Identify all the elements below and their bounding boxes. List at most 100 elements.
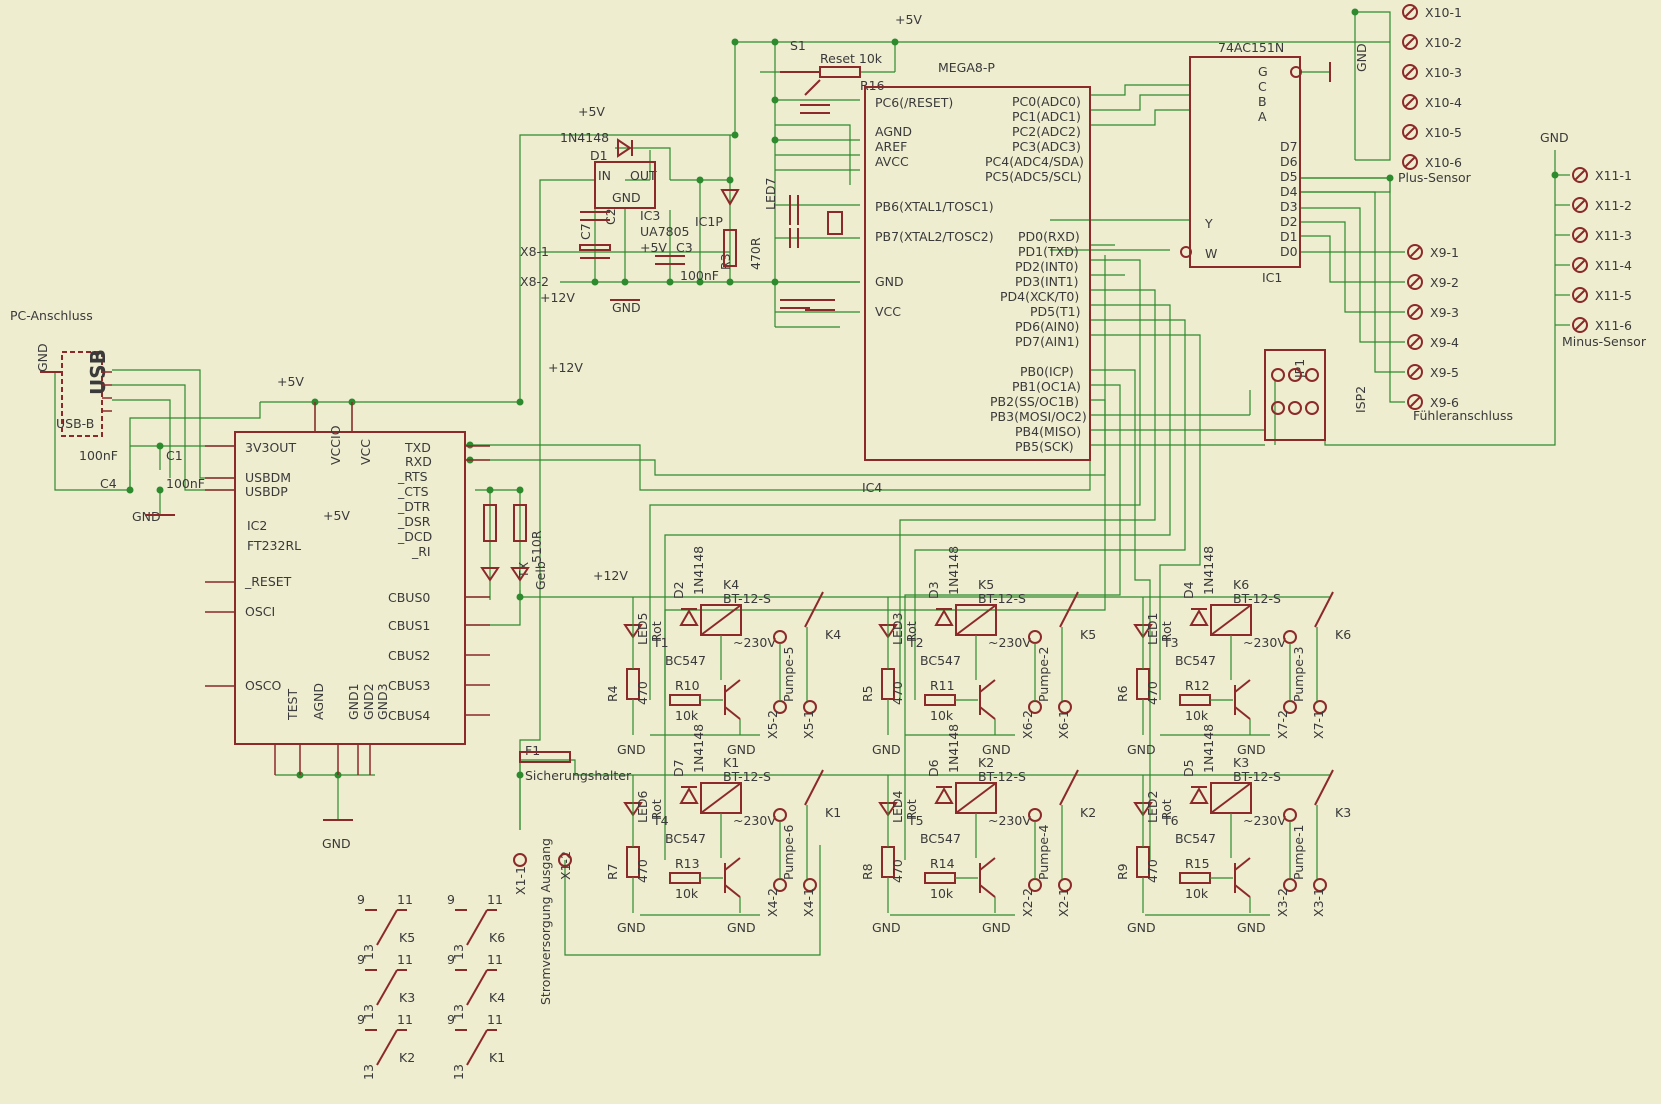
relay-coil-slash	[1210, 782, 1252, 814]
terminal-slash	[1409, 336, 1421, 348]
diode-type: 1N4148	[691, 546, 706, 595]
pump-label: Pumpe-3	[1291, 646, 1306, 702]
pump-terminal-label: X4-1	[801, 888, 816, 917]
relay-type: BT-12-S	[723, 769, 771, 784]
terminal-label: X11-6	[1595, 318, 1632, 333]
pump-label: Pumpe-6	[781, 824, 796, 880]
led-label: LED4	[890, 791, 905, 823]
relay-coil-slash	[700, 604, 742, 636]
label-pb5: PB5(SCK)	[1015, 439, 1074, 454]
resistor-label: R9	[1115, 863, 1130, 880]
terminal-slash	[1404, 156, 1416, 168]
transistor-label: T2	[907, 635, 924, 650]
led-color: Rot	[904, 799, 919, 820]
terminal-label: X11-1	[1595, 168, 1632, 183]
label-ic3: IC3	[640, 208, 660, 223]
label-d1-type: 1N4148	[560, 130, 609, 145]
base-resistor-label: R14	[930, 856, 955, 871]
pump-terminal-label: X5-1	[801, 710, 816, 739]
label-agnd: AGND	[875, 124, 912, 139]
transistor-type: BC547	[1175, 653, 1216, 668]
led-color: Rot	[904, 621, 919, 642]
relay-label: K6	[1233, 577, 1249, 592]
label-pb3: PB3(MOSI/OC2)	[990, 409, 1087, 424]
base-resistor	[669, 872, 701, 884]
terminal	[1407, 334, 1423, 350]
pump-label: Pumpe-1	[1291, 824, 1306, 880]
relay-contact	[804, 769, 824, 806]
relay-voltage: ~230V	[733, 813, 776, 828]
terminal-slash	[1404, 96, 1416, 108]
label-gnd-usb: GND	[132, 509, 161, 524]
terminal	[1572, 197, 1588, 213]
label-mux-d2: D2	[1280, 214, 1298, 229]
label-c7: C7	[578, 223, 593, 240]
terminal-label: X9-2	[1430, 275, 1459, 290]
label-ic3gnd: GND	[612, 190, 641, 205]
label-ic4: IC4	[862, 480, 882, 495]
transistor-label: T6	[1162, 813, 1179, 828]
transistor-type: BC547	[665, 831, 706, 846]
contact-blade	[376, 969, 398, 1006]
terminal	[1572, 317, 1588, 333]
base-resistor	[1179, 694, 1211, 706]
base-resistor-label: R13	[675, 856, 700, 871]
gnd-symbols	[145, 299, 640, 821]
pump-terminal-label: X2-2	[1020, 888, 1035, 917]
label-ri: _RI	[411, 544, 431, 559]
relay-label: K3	[1233, 755, 1249, 770]
resistor-value: 470	[890, 859, 905, 883]
diode-type: 1N4148	[946, 546, 961, 595]
diode-icon	[934, 608, 954, 626]
pump-terminal-label: X5-2	[765, 710, 780, 739]
label-mux: 74AC151N	[1218, 40, 1284, 55]
led-label: LED6	[635, 791, 650, 823]
gnd-label: GND	[872, 742, 901, 757]
resistor-label: R5	[860, 685, 875, 702]
relay-coil-slash	[700, 782, 742, 814]
diode-label: D5	[1181, 759, 1196, 777]
transistor-type: BC547	[920, 653, 961, 668]
pump-label: Pumpe-5	[781, 646, 796, 702]
label-pd6: PD6(AIN0)	[1015, 319, 1079, 334]
diode-icon	[934, 786, 954, 804]
terminal-label: X10-4	[1425, 95, 1462, 110]
pump-terminal	[803, 878, 817, 892]
base-resistor-label: R15	[1185, 856, 1210, 871]
label-pc5: PC5(ADC5/SCL)	[985, 169, 1082, 184]
label-cbus1: CBUS1	[388, 618, 430, 633]
led-color: Rot	[649, 621, 664, 642]
label-gelb: Gelb	[533, 561, 548, 590]
pump-terminal-label: X7-1	[1311, 710, 1326, 739]
label-x1-1: X1-1	[513, 866, 528, 895]
label-sicherung: Sicherungshalter	[525, 768, 632, 783]
label-pb4: PB4(MISO)	[1015, 424, 1081, 439]
transistor-collector	[1234, 679, 1251, 693]
terminal	[1402, 154, 1418, 170]
label-12v-x8: +12V	[540, 290, 575, 305]
terminal-label: X10-2	[1425, 35, 1462, 50]
resistor-value: 470	[635, 681, 650, 705]
transistor-collector	[1234, 857, 1251, 871]
relay-type: BT-12-S	[978, 769, 1026, 784]
resistor-label: R4	[605, 685, 620, 702]
gnd-label: GND	[617, 920, 646, 935]
label-c3: C3	[676, 240, 693, 255]
relay-voltage: ~230V	[988, 635, 1031, 650]
diode-icon	[1189, 608, 1209, 626]
junctions	[126, 8, 1559, 779]
label-cbus0: CBUS0	[388, 590, 430, 605]
contact-pin: 11	[487, 892, 503, 907]
terminals-x9: X9-1X9-2X9-3X9-4X9-5X9-6	[1407, 244, 1459, 410]
label-mux-c: C	[1258, 79, 1267, 94]
terminal-slash	[1404, 126, 1416, 138]
transistor-type: BC547	[1175, 831, 1216, 846]
base-resistor-value: 10k	[930, 708, 954, 723]
label-mux-b: B	[1258, 94, 1267, 109]
terminal-label: X9-5	[1430, 365, 1459, 380]
contact-label: K6	[1335, 627, 1351, 642]
led-label: LED2	[1145, 791, 1160, 823]
